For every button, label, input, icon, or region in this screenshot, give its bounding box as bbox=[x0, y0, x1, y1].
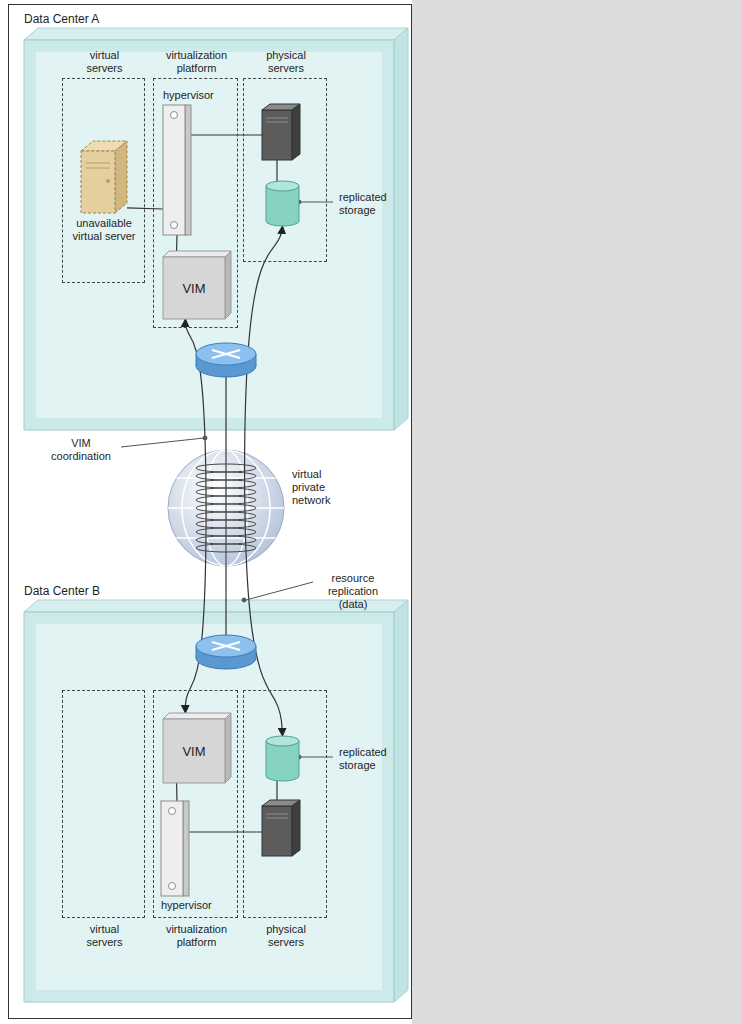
group-box: virtualization platformVIMhypervisor bbox=[153, 690, 238, 918]
virtual-server-icon-shape bbox=[81, 141, 127, 213]
data-center-b-glass bbox=[24, 600, 408, 1002]
router-a bbox=[196, 343, 256, 377]
node-label: physical servers bbox=[256, 923, 316, 949]
hypervisor-server-wire bbox=[188, 831, 262, 832]
hypervisor-slab: hypervisor bbox=[161, 801, 189, 896]
node-label: VIM bbox=[169, 745, 219, 758]
label-anchor: VIM coordination bbox=[45, 437, 117, 463]
node-label: hypervisor bbox=[163, 89, 227, 102]
coil-winding bbox=[196, 504, 256, 512]
frame bbox=[9, 5, 412, 1019]
hypervisor-slab-shape bbox=[163, 105, 191, 235]
data-center-box: Data Center Avirtual serversunavailable … bbox=[24, 40, 394, 430]
node-label: replicated storage bbox=[339, 746, 399, 772]
group-box: virtual servers bbox=[62, 690, 145, 918]
callout-label: resource replication (data) bbox=[318, 572, 388, 611]
connector bbox=[176, 235, 178, 251]
hypervisor-server-wire bbox=[190, 134, 262, 135]
coil-winding bbox=[196, 528, 256, 536]
storage-cylinder-shape bbox=[266, 736, 299, 781]
node-label: hypervisor bbox=[161, 899, 225, 912]
virtual-server-icon: unavailable virtual server bbox=[81, 141, 127, 213]
coil-winding bbox=[196, 480, 256, 488]
node-label: replicated storage bbox=[339, 191, 399, 217]
hypervisor-slab: hypervisor bbox=[163, 105, 191, 235]
node-label: unavailable virtual server bbox=[71, 217, 137, 243]
data-center-a-glass bbox=[24, 28, 408, 430]
side-panel bbox=[412, 0, 741, 1024]
storage-cylinder-shape bbox=[266, 181, 299, 226]
coil-winding bbox=[196, 536, 256, 544]
physical-server-a bbox=[262, 104, 300, 160]
storage-cylinder: replicated storage bbox=[266, 181, 299, 226]
vpn-tunnel-coil bbox=[196, 464, 256, 552]
router-b bbox=[196, 635, 256, 669]
group-box: physical serversreplicated storage bbox=[243, 78, 327, 262]
callout-label: virtual private network bbox=[292, 468, 347, 507]
node-label: virtualization platform bbox=[155, 923, 239, 949]
tunnel-line bbox=[225, 366, 226, 646]
callout-label: VIM coordination bbox=[45, 437, 117, 463]
node-label: virtual servers bbox=[75, 923, 135, 949]
node-label: VIM bbox=[169, 282, 219, 295]
vim-box: VIM bbox=[163, 713, 231, 783]
node-label: physical servers bbox=[256, 49, 316, 75]
group-box: virtualization platformhypervisorVIM bbox=[153, 78, 238, 328]
node-label: Data Center B bbox=[24, 584, 154, 598]
coil-winding bbox=[196, 488, 256, 496]
coil-winding bbox=[196, 544, 256, 552]
label-anchor: resource replication (data) bbox=[318, 572, 388, 611]
group-box: physical serversreplicated storage bbox=[243, 690, 327, 918]
node-label: Data Center A bbox=[24, 12, 154, 26]
data-center-box: Data Center Bvirtual serversvirtualizati… bbox=[24, 612, 394, 1002]
coil-winding bbox=[196, 496, 256, 504]
server-storage-wire bbox=[276, 160, 277, 182]
hypervisor-slab-shape bbox=[161, 801, 189, 896]
coil-winding bbox=[196, 472, 256, 480]
node-label: virtual servers bbox=[75, 49, 135, 75]
coil-winding bbox=[196, 512, 256, 520]
physical-server-b bbox=[262, 800, 300, 856]
connector bbox=[127, 208, 163, 209]
storage-cylinder: replicated storage bbox=[266, 736, 299, 781]
coil-winding bbox=[196, 520, 256, 528]
label-anchor: virtual private network bbox=[292, 468, 347, 507]
coil-winding bbox=[196, 464, 256, 472]
connector bbox=[176, 783, 178, 801]
node-label: virtualization platform bbox=[155, 49, 239, 75]
group-box: virtual serversunavailable virtual serve… bbox=[62, 78, 145, 283]
vim-box: VIM bbox=[163, 251, 231, 319]
